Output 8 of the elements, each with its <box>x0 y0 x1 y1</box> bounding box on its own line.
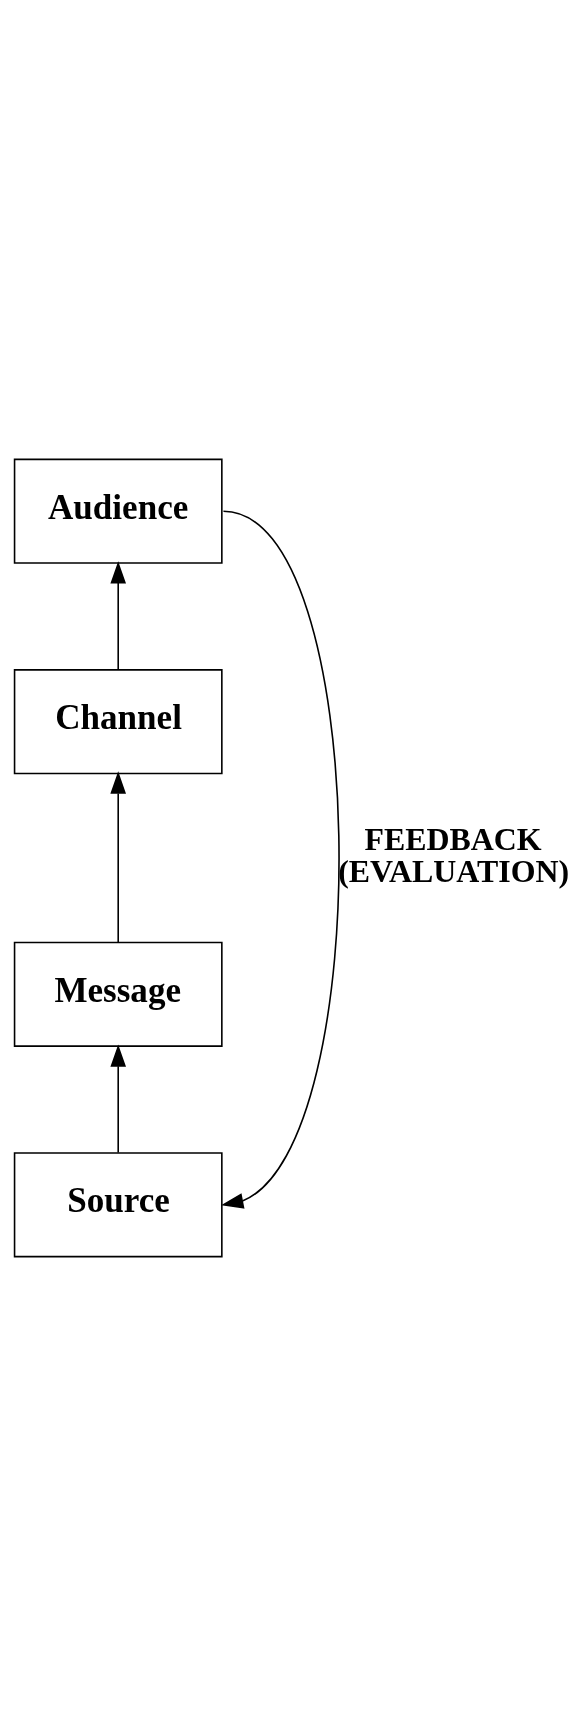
node-box: Message <box>13 941 223 1047</box>
node-box: Channel <box>13 668 223 774</box>
node-box: Source <box>13 1151 223 1257</box>
node-box: Audience <box>13 458 223 564</box>
arrow <box>221 509 340 1209</box>
arrow <box>110 770 127 943</box>
arrow <box>110 1043 127 1153</box>
arrow <box>110 560 127 670</box>
